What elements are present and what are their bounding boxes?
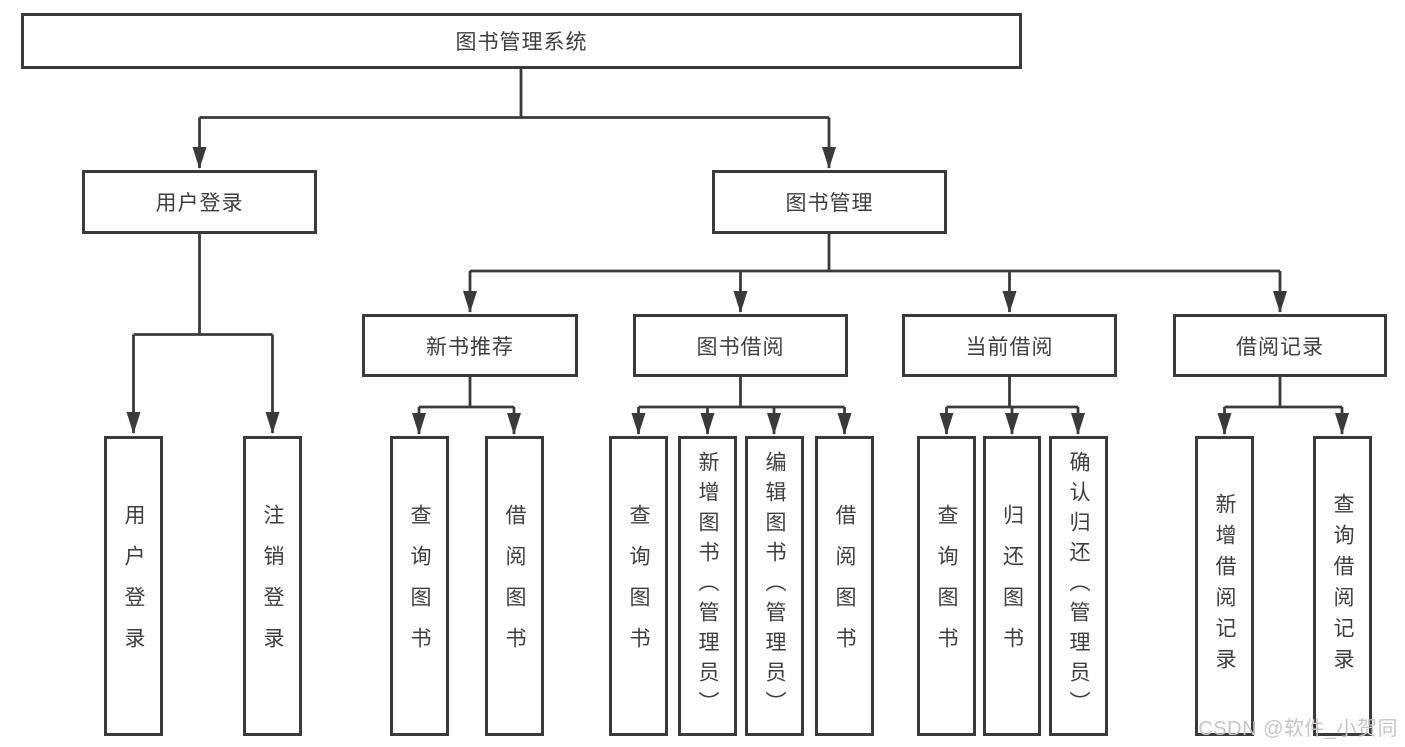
node-user-login: 用户登录: [82, 170, 317, 234]
leaf-record-add-label: 新增借阅记录: [1213, 493, 1236, 679]
node-book-management: 图书管理: [712, 170, 947, 234]
connector-borrow-records-children: [1217, 377, 1349, 435]
leaf-current-return-label: 归还图书: [1000, 504, 1024, 668]
leaf-borrow-book: 借阅图书: [815, 436, 874, 736]
leaf-newbook-search-label: 查询图书: [408, 504, 431, 668]
connector-book-borrow-children: [631, 377, 852, 435]
connector-user-login-children: [126, 234, 280, 434]
leaf-current-search: 查询图书: [917, 436, 976, 736]
leaf-user-login-label: 用户登录: [122, 504, 145, 668]
leaf-borrow-search-label: 查询图书: [627, 504, 650, 668]
node-book-borrow: 图书借阅: [633, 314, 848, 377]
connector-book-mgmt-children: [463, 234, 1287, 313]
connector-root-to-level2: [192, 69, 836, 169]
leaf-logout: 注销登录: [243, 436, 302, 736]
leaf-newbook-search: 查询图书: [390, 436, 449, 736]
leaf-borrow-book-label: 借阅图书: [833, 504, 856, 668]
node-new-book-recommend: 新书推荐: [362, 314, 578, 377]
leaf-borrow-add-admin-label: 新增图书（管理员）: [696, 451, 719, 721]
node-borrow-records: 借阅记录: [1173, 314, 1387, 377]
node-current-borrow: 当前借阅: [902, 314, 1117, 377]
leaf-borrow-search: 查询图书: [609, 436, 668, 736]
csdn-watermark: CSDN @软件_小贺同学: [1198, 718, 1398, 740]
node-root-system: 图书管理系统: [21, 13, 1022, 69]
leaf-record-add: 新增借阅记录: [1195, 436, 1254, 736]
leaf-borrow-add-admin: 新增图书（管理员）: [678, 436, 737, 736]
leaf-current-confirm-admin: 确认归还（管理员）: [1049, 436, 1108, 736]
leaf-current-confirm-admin-label: 确认归还（管理员）: [1067, 451, 1090, 721]
connector-new-book-children: [412, 377, 521, 435]
leaf-record-search: 查询借阅记录: [1313, 436, 1372, 736]
leaf-newbook-borrow-label: 借阅图书: [503, 504, 526, 668]
leaf-borrow-edit-admin: 编辑图书（管理员）: [745, 436, 804, 736]
leaf-user-login: 用户登录: [104, 436, 163, 736]
connector-current-borrow-children: [939, 377, 1085, 435]
leaf-newbook-borrow: 借阅图书: [485, 436, 544, 736]
leaf-current-search-label: 查询图书: [935, 504, 958, 668]
leaf-current-return: 归还图书: [983, 436, 1041, 736]
leaf-logout-label: 注销登录: [261, 504, 284, 668]
leaf-borrow-edit-admin-label: 编辑图书（管理员）: [763, 451, 786, 721]
leaf-record-search-label: 查询借阅记录: [1331, 493, 1354, 679]
